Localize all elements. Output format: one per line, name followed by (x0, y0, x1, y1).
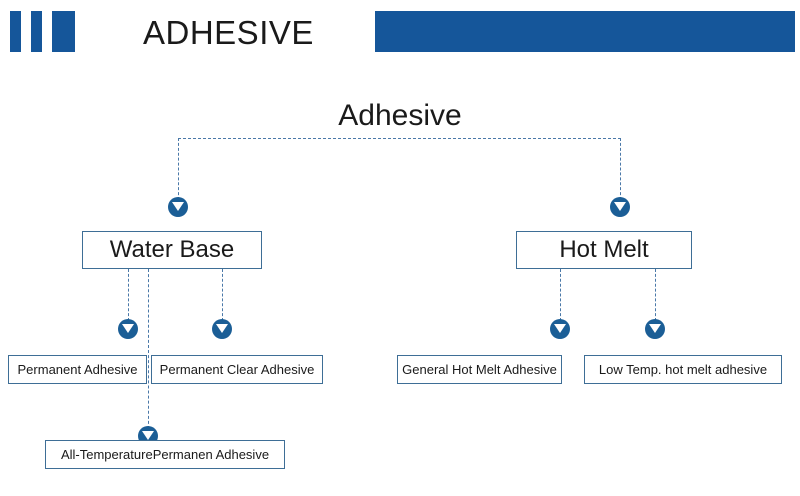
node-all-temperature-permanent-adhesive-label: All-TemperaturePermanen Adhesive (60, 447, 270, 462)
connector-water-base-to-all-temperature (148, 269, 149, 429)
node-permanent-clear-adhesive-label: Permanent Clear Adhesive (159, 362, 315, 377)
node-low-temp-hot-melt-adhesive[interactable]: Low Temp. hot melt adhesive (584, 355, 782, 384)
node-permanent-adhesive[interactable]: Permanent Adhesive (8, 355, 147, 384)
node-general-hot-melt-adhesive-label: General Hot Melt Adhesive (402, 362, 557, 377)
connector-water-base-to-permanent (128, 269, 129, 321)
triangle-down-icon (216, 324, 228, 333)
node-hot-melt[interactable]: Hot Melt (516, 231, 692, 269)
connector-water-base-to-permanent-clear (222, 269, 223, 321)
node-all-temperature-permanent-adhesive[interactable]: All-TemperaturePermanen Adhesive (45, 440, 285, 469)
triangle-down-icon (649, 324, 661, 333)
connector-root-to-hot-melt (620, 138, 621, 200)
node-general-hot-melt-adhesive[interactable]: General Hot Melt Adhesive (397, 355, 562, 384)
arrow-marker-water-base (168, 197, 188, 217)
node-low-temp-hot-melt-adhesive-label: Low Temp. hot melt adhesive (598, 362, 768, 377)
arrow-marker-general-hot-melt (550, 319, 570, 339)
page-title: ADHESIVE (143, 14, 314, 51)
triangle-down-icon (142, 431, 154, 440)
logo-bar-icon-1 (10, 11, 21, 52)
connector-hot-melt-to-low-temp (655, 269, 656, 321)
connector-hot-melt-to-general (560, 269, 561, 321)
triangle-down-icon (554, 324, 566, 333)
node-permanent-adhesive-label: Permanent Adhesive (17, 362, 138, 377)
connector-root-to-water-base (178, 138, 179, 200)
arrow-marker-permanent-clear-adhesive (212, 319, 232, 339)
connector-root-horizontal (178, 138, 621, 139)
logo-bar-icon-2 (31, 11, 42, 52)
node-permanent-clear-adhesive[interactable]: Permanent Clear Adhesive (151, 355, 323, 384)
page-header: ADHESIVE (0, 0, 800, 68)
arrow-marker-low-temp-hot-melt (645, 319, 665, 339)
node-water-base-label: Water Base (109, 236, 235, 263)
logo-bar-icon-3 (52, 11, 75, 52)
arrow-marker-hot-melt (610, 197, 630, 217)
triangle-down-icon (172, 202, 184, 211)
tree-diagram: Adhesive Water Base Hot Melt (0, 68, 800, 496)
node-water-base[interactable]: Water Base (82, 231, 262, 269)
triangle-down-icon (614, 202, 626, 211)
header-banner-block (375, 11, 795, 52)
arrow-marker-permanent-adhesive (118, 319, 138, 339)
triangle-down-icon (122, 324, 134, 333)
tree-root-label: Adhesive (338, 99, 462, 132)
node-hot-melt-label: Hot Melt (559, 236, 649, 263)
